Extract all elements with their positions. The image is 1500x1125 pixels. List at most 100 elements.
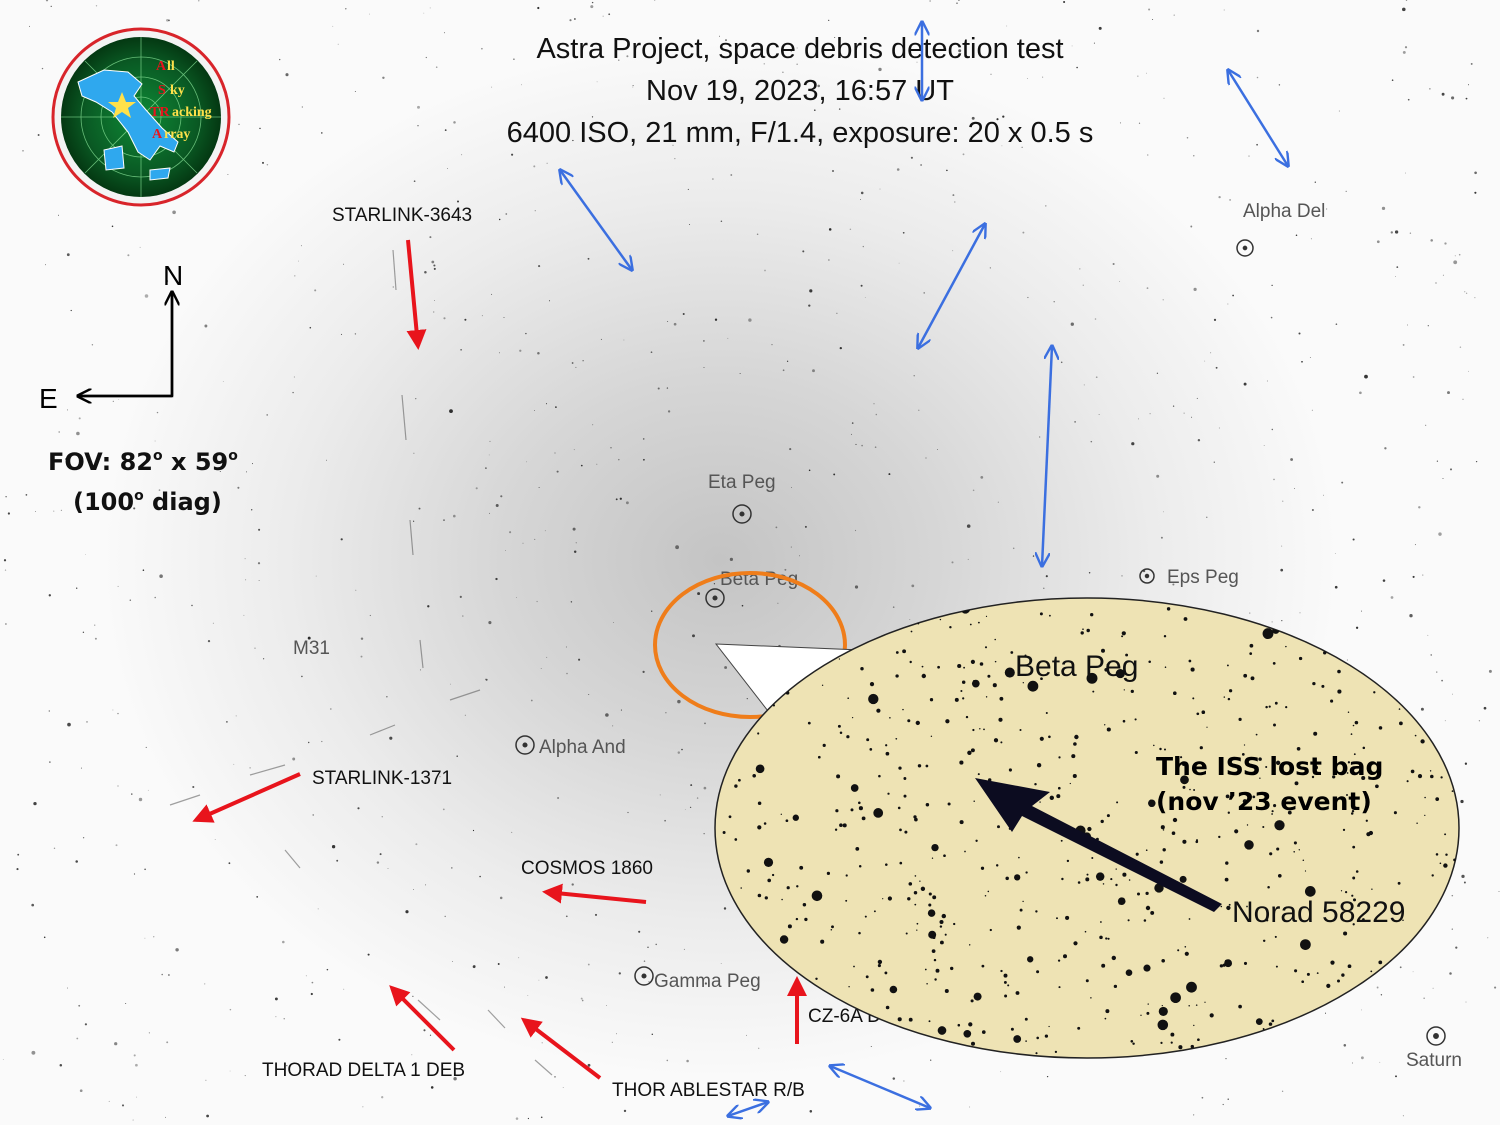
inset-star bbox=[1255, 1018, 1263, 1025]
logo-letter-s: S bbox=[158, 83, 166, 98]
inset-star bbox=[1439, 983, 1449, 992]
field-star bbox=[497, 963, 500, 965]
inset-star bbox=[895, 674, 899, 678]
inset-star bbox=[733, 607, 736, 610]
inset-star bbox=[927, 909, 936, 917]
field-star bbox=[802, 250, 805, 253]
field-star bbox=[367, 953, 370, 956]
field-star bbox=[67, 722, 71, 727]
inset-star bbox=[1425, 952, 1430, 956]
inset-star bbox=[851, 603, 853, 606]
field-star bbox=[1042, 76, 1044, 78]
field-star bbox=[962, 153, 965, 156]
inset-star bbox=[1238, 717, 1242, 722]
field-star bbox=[337, 43, 339, 45]
field-star bbox=[764, 269, 766, 272]
inset-star bbox=[785, 819, 789, 823]
field-star bbox=[548, 300, 551, 302]
field-star bbox=[362, 1106, 364, 1108]
inset-star bbox=[1024, 1017, 1028, 1021]
field-star bbox=[206, 1114, 209, 1118]
zoom-inset: Beta Peg The ISS lost bag (nov ’23 event… bbox=[714, 597, 1460, 1059]
field-star bbox=[45, 264, 47, 266]
field-star bbox=[76, 1037, 79, 1040]
field-star bbox=[488, 621, 492, 625]
field-star bbox=[758, 1047, 760, 1049]
inset-star bbox=[1390, 621, 1394, 626]
inset-star bbox=[1323, 651, 1327, 655]
field-star bbox=[1248, 155, 1250, 157]
inset-star bbox=[783, 601, 790, 608]
field-star bbox=[43, 936, 46, 939]
field-star bbox=[336, 859, 339, 862]
field-star bbox=[427, 605, 430, 608]
field-star bbox=[1355, 626, 1359, 629]
field-star bbox=[451, 867, 453, 869]
field-star bbox=[522, 542, 524, 544]
field-star bbox=[828, 19, 830, 22]
inset-star bbox=[821, 684, 824, 686]
field-star bbox=[1270, 316, 1273, 319]
inset-star bbox=[1121, 631, 1126, 636]
inset-star bbox=[1346, 794, 1348, 796]
field-star bbox=[566, 672, 568, 675]
inset-star bbox=[1252, 795, 1256, 799]
inset-star bbox=[1134, 750, 1138, 755]
field-star bbox=[1271, 284, 1273, 287]
inset-star bbox=[1409, 981, 1413, 985]
inset-star bbox=[1262, 939, 1266, 943]
inset-star bbox=[1254, 1034, 1259, 1039]
field-star bbox=[1402, 343, 1405, 346]
inset-star bbox=[1069, 782, 1071, 785]
field-star bbox=[431, 260, 435, 264]
inset-star bbox=[1340, 890, 1343, 892]
inset-star bbox=[932, 936, 936, 940]
inset-star bbox=[1054, 1050, 1058, 1054]
inset-star bbox=[1272, 662, 1276, 665]
field-star bbox=[618, 458, 620, 461]
inset-star bbox=[1027, 956, 1034, 963]
inset-star bbox=[855, 847, 860, 851]
inset-star bbox=[1342, 828, 1346, 832]
inset-star bbox=[981, 1030, 986, 1034]
field-star bbox=[748, 318, 752, 322]
inset-star bbox=[914, 903, 917, 906]
label-alpha-del: Alpha Del bbox=[1243, 201, 1325, 222]
inset-star bbox=[1015, 991, 1020, 995]
field-star bbox=[775, 526, 778, 529]
field-star bbox=[343, 988, 345, 990]
inset-star bbox=[777, 993, 780, 996]
inset-star bbox=[766, 603, 769, 607]
inset-star bbox=[1351, 894, 1354, 897]
field-star bbox=[504, 986, 505, 988]
field-star bbox=[491, 86, 493, 88]
field-star bbox=[1013, 131, 1016, 134]
field-star bbox=[1436, 460, 1439, 462]
field-star bbox=[79, 1089, 83, 1093]
logo-letter-a: A bbox=[156, 59, 167, 74]
field-star bbox=[80, 767, 82, 769]
field-star bbox=[1346, 659, 1348, 661]
field-star bbox=[682, 312, 685, 316]
inset-star bbox=[972, 728, 975, 732]
inset-star bbox=[1227, 811, 1230, 814]
field-star bbox=[1465, 97, 1468, 100]
inset-star bbox=[757, 801, 762, 806]
field-star bbox=[855, 443, 857, 445]
inset-star bbox=[1122, 872, 1127, 877]
inset-star bbox=[980, 866, 985, 870]
field-star bbox=[1043, 587, 1045, 590]
label-eps-peg: Eps Peg bbox=[1167, 567, 1239, 588]
inset-star bbox=[1180, 756, 1183, 759]
inset-star bbox=[830, 616, 835, 621]
inset-star bbox=[1304, 870, 1307, 872]
inset-star bbox=[796, 885, 799, 888]
inset-star bbox=[1082, 628, 1084, 630]
inset-star bbox=[1170, 1032, 1175, 1037]
field-star bbox=[17, 853, 20, 856]
inset-star bbox=[1195, 840, 1199, 844]
field-star bbox=[1121, 575, 1123, 577]
inset-star bbox=[1019, 728, 1022, 732]
inset-star bbox=[1316, 972, 1319, 975]
field-star bbox=[936, 449, 938, 451]
